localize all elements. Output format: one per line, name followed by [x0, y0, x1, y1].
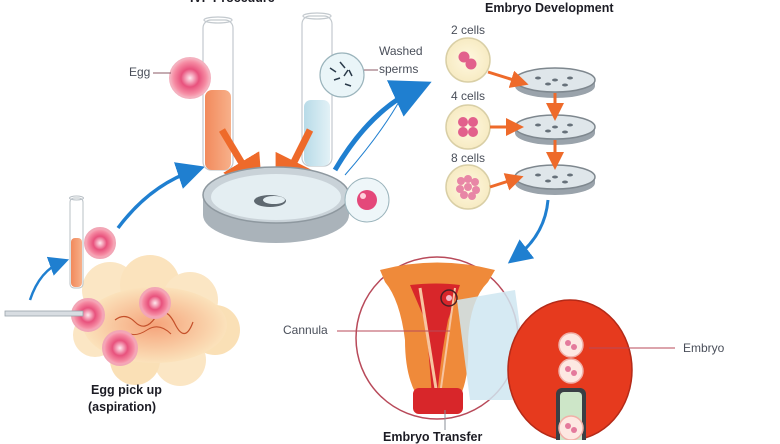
flow-arrow-icon: [332, 80, 432, 172]
sperm-tube-icon: [301, 12, 333, 167]
culture-dish-icon: [514, 164, 596, 195]
embryo-icon: [558, 332, 584, 358]
egg-label: Egg: [129, 65, 151, 79]
embryo-zoom-bubble: [507, 299, 633, 440]
egg-pickup-title: Egg pick up: [91, 383, 162, 397]
embryo-icon: [558, 415, 584, 440]
four-cell-embryo-icon: [445, 104, 491, 150]
embryo-development-title: Embryo Development: [485, 1, 614, 15]
embryo-transfer-group: [337, 256, 675, 440]
embryo-development-group: [445, 37, 596, 264]
ivf-procedure-title: IVF Procedure: [190, 0, 275, 5]
egg-icon: [169, 57, 211, 99]
aspiration-needle-icon: [4, 310, 84, 317]
egg-follicle-icon: [102, 330, 138, 366]
flow-arrow-icon: [116, 162, 205, 230]
washed-label: Washed: [379, 44, 423, 58]
dish-pointer-line: [344, 99, 401, 176]
stage-label-2-cells: 2 cells: [451, 23, 486, 37]
flow-arrow-icon: [28, 256, 70, 301]
embryo-transfer-title: Embryo Transfer: [383, 430, 483, 444]
culture-dish-icon: [514, 114, 596, 145]
stage-label-8-cells: 8 cells: [451, 151, 486, 165]
flow-arrow-icon: [507, 199, 550, 264]
egg-icon: [84, 227, 116, 259]
culture-dish-icon: [514, 67, 596, 98]
egg-pickup-subtitle: (aspiration): [88, 400, 157, 414]
stage-label-4-cells: 4 cells: [451, 89, 486, 103]
washed-sperms-icon: [319, 52, 365, 98]
ivf-procedure-group: [153, 12, 432, 243]
embryo-label: Embryo: [683, 341, 725, 355]
egg-pickup-group: [4, 162, 240, 386]
petri-dish-icon: [202, 166, 350, 243]
egg-follicle-icon: [139, 287, 171, 319]
cannula-label: Cannula: [283, 323, 328, 337]
sperms-label: sperms: [379, 62, 419, 76]
fertilized-egg-icon: [344, 177, 390, 223]
collection-tube-icon: [69, 195, 84, 289]
embryo-icon: [558, 358, 584, 384]
